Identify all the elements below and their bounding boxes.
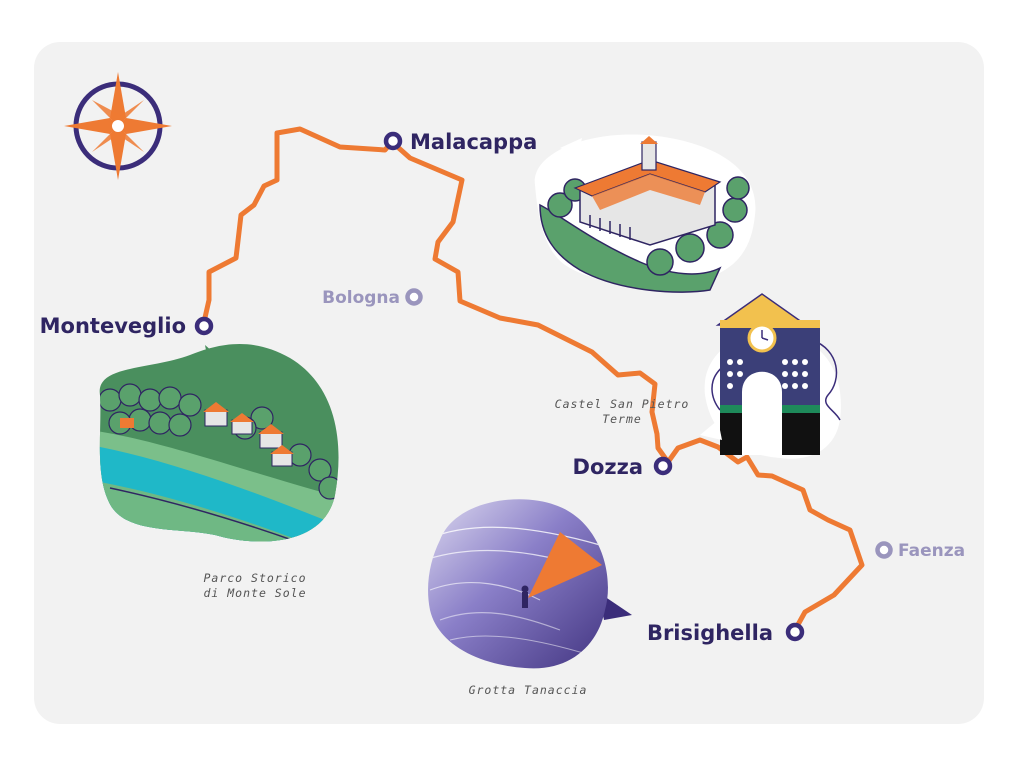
- city-node-bologna[interactable]: [405, 288, 423, 306]
- poi-label-parco-storico-line1: Parco Storico: [203, 571, 306, 585]
- city-label-faenza[interactable]: Faenza: [898, 541, 965, 561]
- town-node-monteveglio[interactable]: [194, 316, 214, 336]
- poi-label-castel-san-pietro-line2: Terme: [602, 412, 642, 426]
- town-label-dozza[interactable]: Dozza: [573, 455, 643, 479]
- castle-illustration: [534, 134, 756, 293]
- route-path: [201, 126, 865, 633]
- town-node-brisighella[interactable]: [785, 622, 805, 642]
- city-label-bologna[interactable]: Bologna: [322, 288, 400, 308]
- clock-tower-illustration: [700, 293, 841, 459]
- compass-rose-icon: [64, 72, 172, 180]
- cave-illustration: [428, 499, 632, 669]
- town-node-dozza[interactable]: [653, 456, 673, 476]
- city-node-faenza[interactable]: [875, 541, 893, 559]
- poi-label-parco-storico-line2: di Monte Sole: [203, 586, 306, 600]
- poi-label-grotta: Grotta Tanaccia: [469, 683, 588, 697]
- town-label-malacappa[interactable]: Malacappa: [410, 130, 537, 154]
- village-illustration: [99, 343, 339, 542]
- town-label-brisighella[interactable]: Brisighella: [647, 621, 773, 645]
- town-label-monteveglio[interactable]: Monteveglio: [40, 314, 186, 338]
- poi-label-castel-san-pietro-line1: Castel San Pietro: [555, 397, 690, 411]
- town-node-malacappa[interactable]: [383, 131, 403, 151]
